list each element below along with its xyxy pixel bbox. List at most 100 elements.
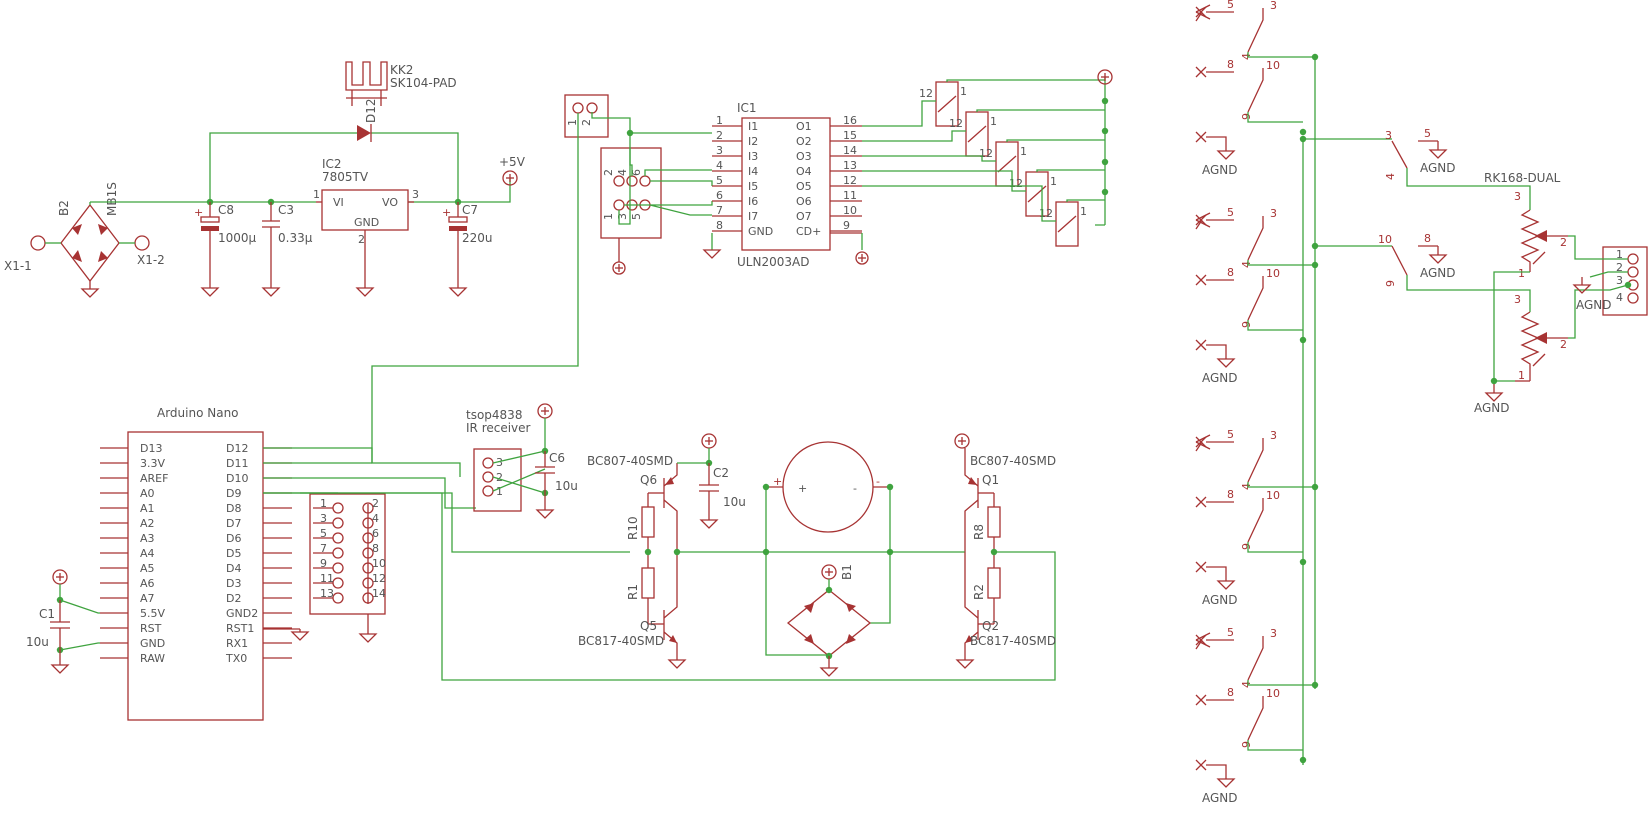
capacitor-c7-symbol xyxy=(449,226,467,231)
header-pin-label: 8 xyxy=(372,542,379,555)
c3-value: 0.33µ xyxy=(278,231,313,245)
ic1-uln2003-body xyxy=(741,117,831,251)
svg-text:6: 6 xyxy=(630,169,643,176)
nano-left-pin: A0 xyxy=(140,487,155,500)
switch-pin-label: 10 xyxy=(1266,489,1280,502)
relay-pin-label: 1 xyxy=(960,85,967,98)
relay-pin-label: 12 xyxy=(1009,177,1023,190)
svg-text:VO: VO xyxy=(382,196,398,209)
selector-switch-bottom xyxy=(1391,245,1408,276)
diode-d12-symbol xyxy=(357,125,371,141)
resistor-r8-symbol xyxy=(987,506,1001,538)
header-pin-label: 14 xyxy=(372,587,386,600)
kk2-value: SK104-PAD xyxy=(390,76,457,90)
motor-symbol xyxy=(782,441,874,533)
switch-pin-label: 5 xyxy=(1227,206,1234,219)
nano-right-pin: D11 xyxy=(226,457,248,470)
nano-left-pin: A7 xyxy=(140,592,155,605)
ic1-pin-num: 15 xyxy=(843,129,857,142)
ic1-pin-num: 6 xyxy=(716,189,723,202)
ic1-pin-num: 8 xyxy=(716,219,723,232)
svg-text:+: + xyxy=(798,482,807,495)
c7-label: C7 xyxy=(462,203,478,217)
c6-label: C6 xyxy=(549,451,565,465)
r1-label: R1 xyxy=(626,584,640,600)
header-pin-label: 1 xyxy=(320,497,327,510)
svg-text:-: - xyxy=(876,475,880,488)
ic2-name: IC2 xyxy=(322,157,342,171)
switch-pin-label: 10 xyxy=(1266,267,1280,280)
switch-pin-label: 8 xyxy=(1227,58,1234,71)
nano-left-pin: A1 xyxy=(140,502,155,515)
x1-2-label: X1-2 xyxy=(137,253,165,267)
capacitor-c8-symbol xyxy=(201,226,219,231)
ic1-pin-num: 12 xyxy=(843,174,857,187)
switch-bus xyxy=(1299,57,1392,765)
agnd-label-rk-2: AGND xyxy=(1420,266,1456,280)
q5-value: BC817-40SMD xyxy=(578,634,664,648)
ic1-pin-label: I4 xyxy=(748,165,758,178)
switch-pin-label: 3 xyxy=(1270,627,1277,640)
motor-driver-section: BC807-40SMD Q6 C2 10u R10 R1 Q5 BC817-40 xyxy=(578,433,1056,677)
svg-text:3: 3 xyxy=(412,188,419,201)
svg-text:2: 2 xyxy=(1560,236,1567,249)
relay-pin-label: 12 xyxy=(919,87,933,100)
q5-label: Q5 xyxy=(640,619,657,633)
switch-pin-label: 10 xyxy=(1266,687,1280,700)
relay-pin-label: 1 xyxy=(1050,175,1057,188)
nano-right-pin: D2 xyxy=(226,592,241,605)
ic1-pin-num: 3 xyxy=(716,144,723,157)
rk168-section: 3 4 5 AGND 10 9 8 AGND RK168-DUAL 3 2 1 … xyxy=(1378,127,1648,415)
ic1-pin-label: O2 xyxy=(796,135,812,148)
relay-pin-label: 1 xyxy=(1080,205,1087,218)
r2-label: R2 xyxy=(972,584,986,600)
ic1-pin-label: I1 xyxy=(748,120,758,133)
nano-right-pin: D8 xyxy=(226,502,241,515)
svg-text:2: 2 xyxy=(358,233,365,246)
ic1-pin-num: 11 xyxy=(843,189,857,202)
nano-left-pin: RAW xyxy=(140,652,165,665)
resistor-r1-symbol xyxy=(641,567,655,599)
ic1-pin-num: 5 xyxy=(716,174,723,187)
svg-text:2: 2 xyxy=(1616,261,1623,274)
supply-5v-symbol xyxy=(502,170,518,186)
nano-right-pin: D3 xyxy=(226,577,241,590)
relay-pin-label: 12 xyxy=(949,117,963,130)
nano-left-pin: D13 xyxy=(140,442,162,455)
nano-left-pin: RST xyxy=(140,622,162,635)
ic1-pin-label: I7 xyxy=(748,210,758,223)
ic1-pin-num: 14 xyxy=(843,144,857,157)
ic1-pin-label: O5 xyxy=(796,180,812,193)
ic1-pin-num: 1 xyxy=(716,114,723,127)
header-pin-label: 6 xyxy=(372,527,379,540)
switch-pin-label: 4 xyxy=(1240,483,1253,490)
mb1s-label: MB1S xyxy=(105,182,119,216)
svg-text:8: 8 xyxy=(1424,232,1431,245)
resistor-r2-symbol xyxy=(987,567,1001,599)
nano-left-pin: 5.5V xyxy=(140,607,165,620)
nano-right-pin: TX0 xyxy=(225,652,247,665)
ic1-pin-num: 16 xyxy=(843,114,857,127)
potentiometer-1-symbol xyxy=(1520,209,1540,272)
vcc-symbol-relays xyxy=(1097,69,1113,85)
svg-text:5: 5 xyxy=(1424,127,1431,140)
nano-left-pin: AREF xyxy=(140,472,168,485)
nano-left-pin: GND xyxy=(140,637,165,650)
header-pin-label: 3 xyxy=(320,512,327,525)
svg-text:3: 3 xyxy=(616,213,629,220)
nano-right-pin: D6 xyxy=(226,532,241,545)
nano-right-pin: D9 xyxy=(226,487,241,500)
q1-value: BC807-40SMD xyxy=(970,454,1056,468)
ic1-pin-num: 9 xyxy=(843,219,850,232)
nano-title: Arduino Nano xyxy=(157,406,239,420)
svg-text:1: 1 xyxy=(1518,369,1525,382)
ic1-pin-label: GND xyxy=(748,225,773,238)
svg-text:1: 1 xyxy=(496,485,503,498)
agnd-label: AGND xyxy=(1202,163,1238,177)
switch-pin-label: 5 xyxy=(1227,0,1234,11)
header-14pin xyxy=(309,493,386,615)
svg-text:2: 2 xyxy=(1560,338,1567,351)
switch-pin-label: 3 xyxy=(1270,429,1277,442)
ic2-value: 7805TV xyxy=(322,170,369,184)
